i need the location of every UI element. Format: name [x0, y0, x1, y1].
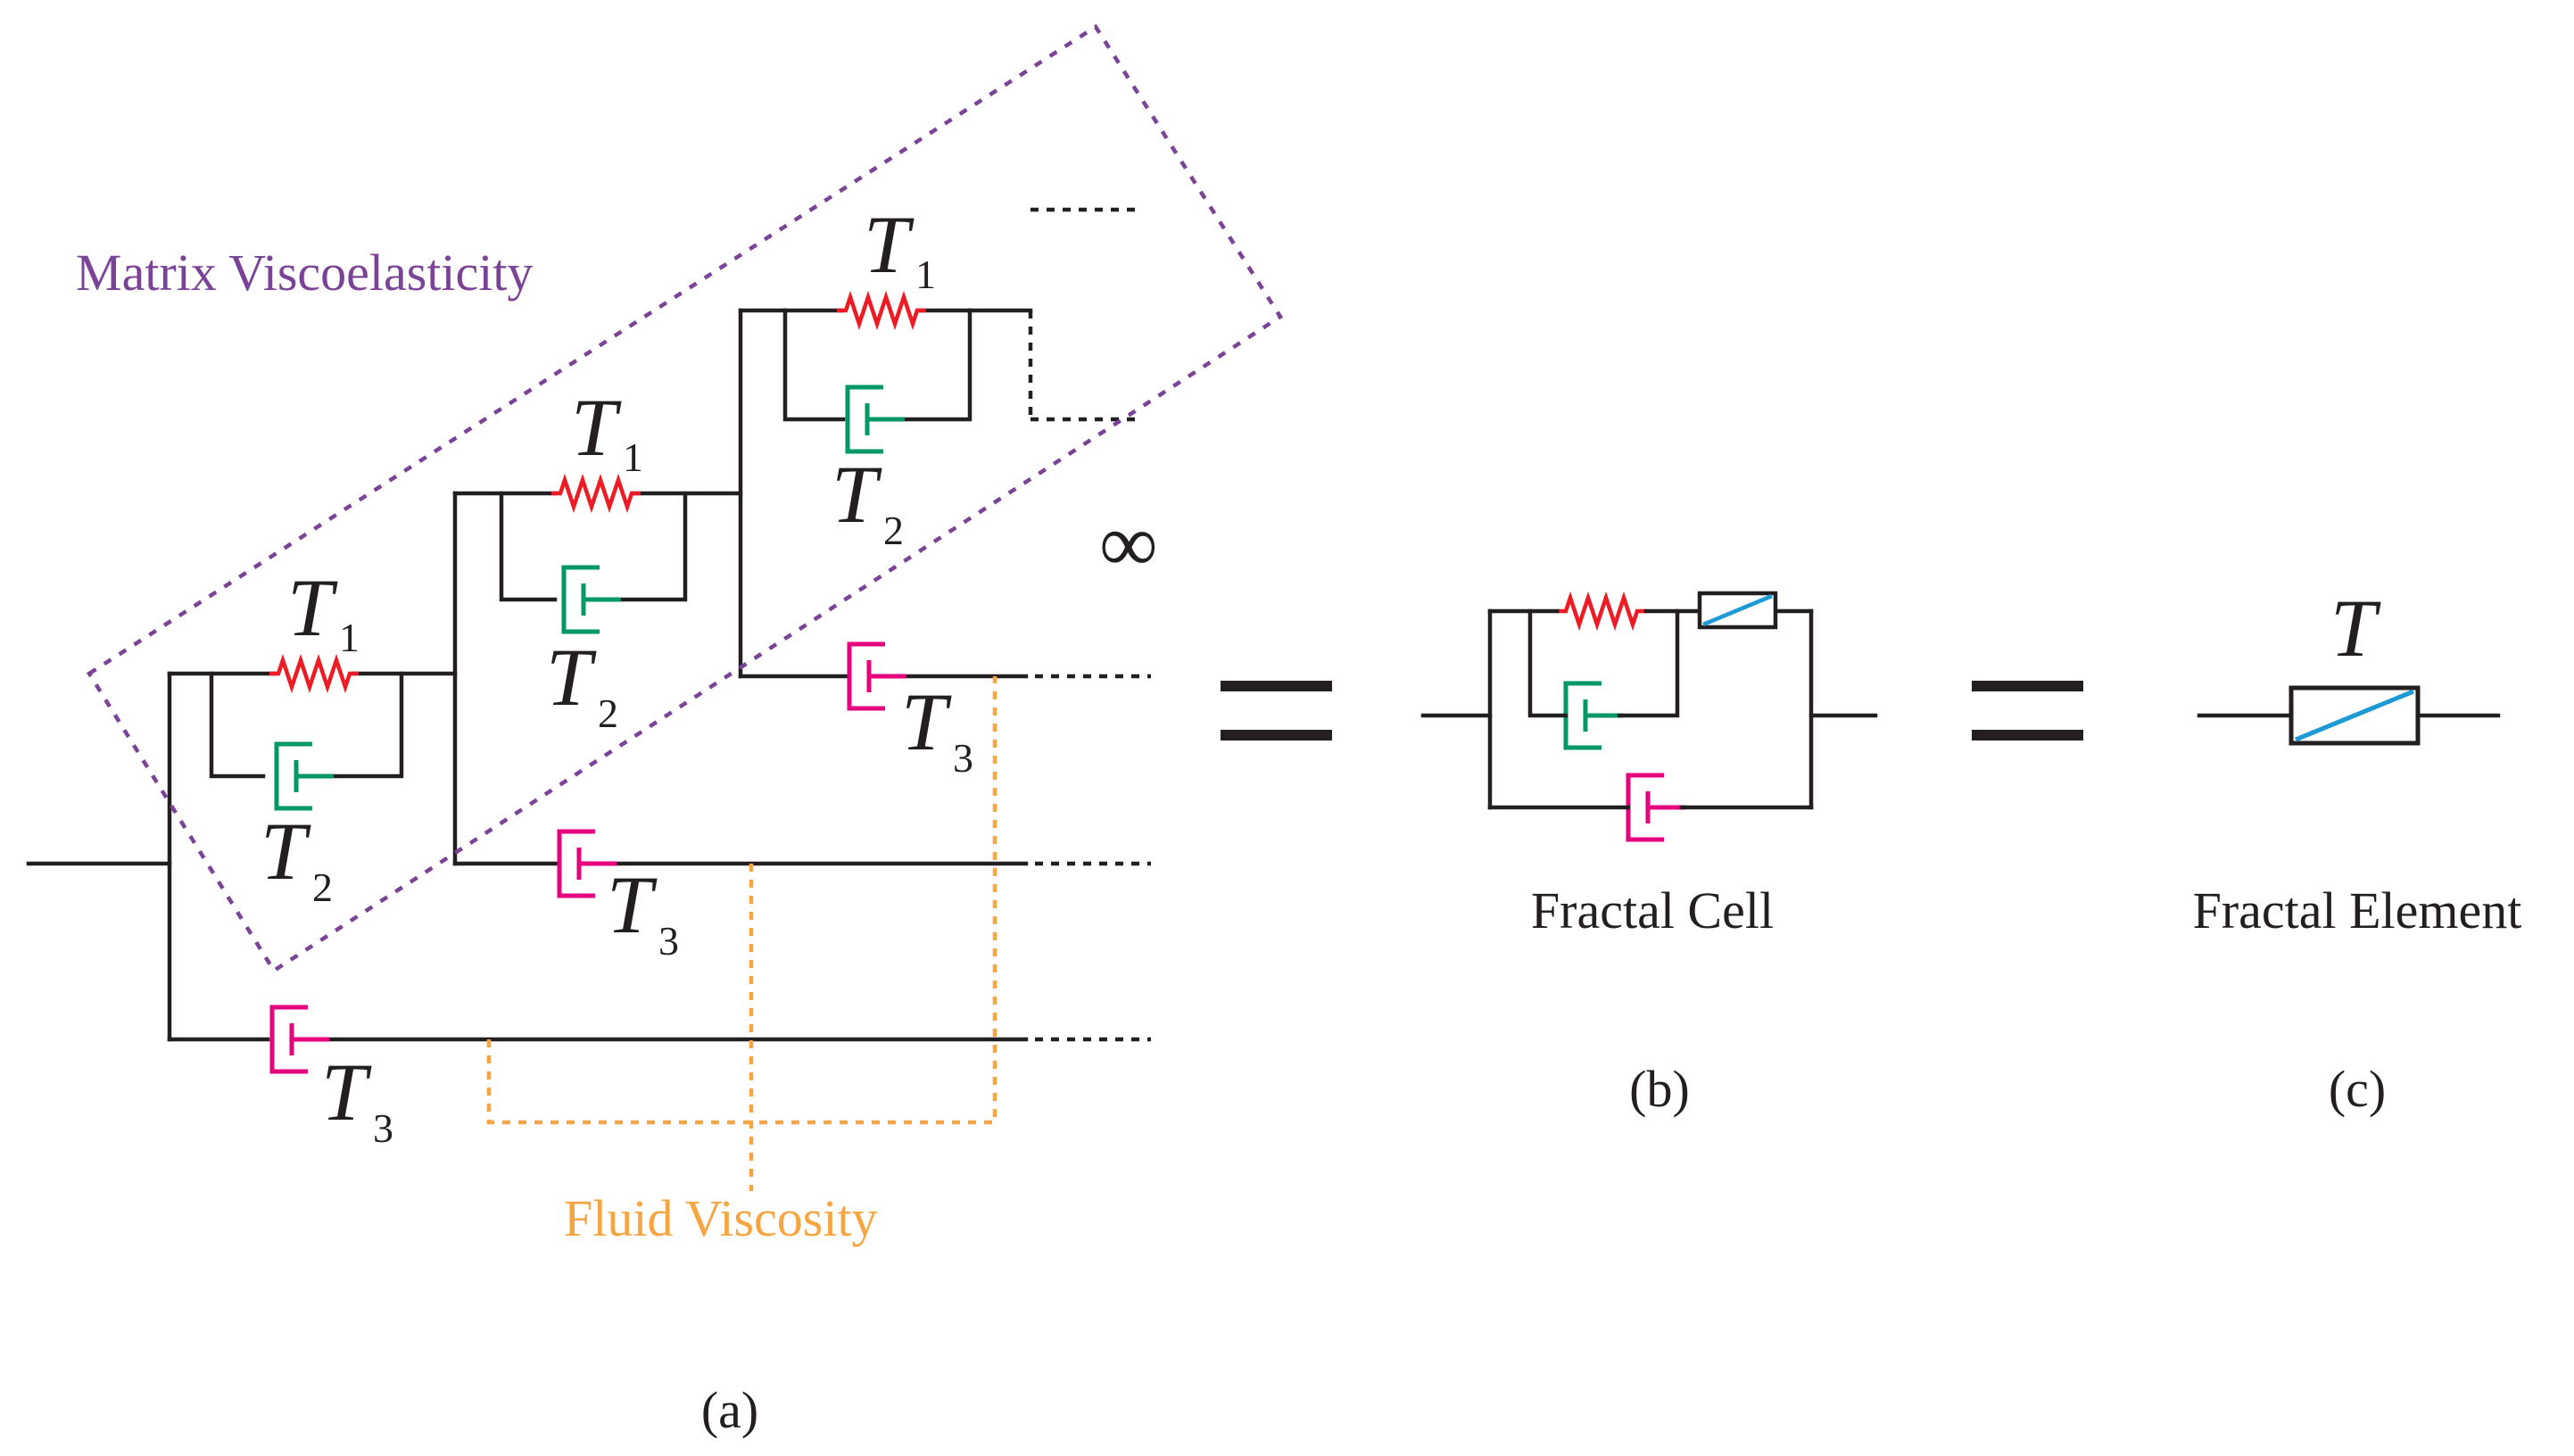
component-symbols: T 1 T 1 T 1 T 2 T 2 T 2 T 3 T 3	[261, 199, 2381, 1151]
symbol-t2: T 2	[546, 632, 618, 736]
equals-sign: =	[1221, 681, 1332, 740]
svg-text:T: T	[546, 632, 597, 723]
equals-sign: =	[1972, 681, 2083, 740]
panel-a-label: (a)	[701, 1381, 758, 1439]
panel-b-fractal-cell	[1420, 591, 1878, 810]
dashpot-icon	[277, 744, 334, 808]
panel-c-label: (c)	[2329, 1060, 2386, 1118]
fluid-viscosity-label: Fluid Viscosity	[564, 1189, 878, 1247]
svg-text:T: T	[261, 806, 311, 897]
matrix-dashpots	[277, 387, 1623, 808]
dashpot-icon	[1566, 683, 1623, 748]
dashpot-icon	[848, 387, 905, 451]
svg-text:T: T	[287, 562, 338, 653]
symbol-t1: T 1	[287, 562, 360, 660]
symbol-t3: T 3	[607, 859, 679, 964]
symbol-t2: T 2	[832, 449, 904, 553]
symbol-t1: T 1	[864, 199, 936, 297]
spring-icon	[551, 480, 641, 507]
symbol-t1: T 1	[571, 382, 643, 480]
svg-text:3: 3	[373, 1105, 393, 1151]
dashpot-icon	[849, 644, 906, 708]
svg-text:T: T	[864, 199, 915, 290]
svg-text:1: 1	[915, 252, 936, 297]
panel-b-label: (b)	[1629, 1060, 1690, 1118]
svg-text:1: 1	[339, 615, 360, 660]
svg-text:T: T	[832, 449, 882, 540]
svg-text:T: T	[901, 676, 952, 767]
fluid-viscosity-region	[486, 676, 997, 1191]
infinity-symbol: ∞	[1099, 498, 1158, 589]
panel-a-circuit	[26, 207, 1151, 1042]
fractal-element-icon	[2288, 685, 2421, 746]
dashpot-icon	[564, 567, 621, 632]
svg-text:T: T	[321, 1046, 372, 1138]
dashpot-icon	[1628, 775, 1685, 840]
fractal-element-caption: Fractal Element	[2193, 881, 2522, 939]
symbol-t3: T 3	[321, 1046, 393, 1151]
svg-text:T: T	[571, 382, 622, 473]
symbol-t2: T 2	[261, 806, 333, 910]
svg-text:2: 2	[312, 864, 333, 910]
spring-icon	[837, 297, 926, 324]
svg-text:1: 1	[623, 434, 643, 480]
fluid-dashpots	[272, 644, 1685, 1071]
spring-icon	[269, 660, 359, 687]
svg-text:3: 3	[953, 735, 973, 781]
spring-icon	[1557, 598, 1646, 625]
svg-text:T: T	[607, 859, 658, 950]
matrix-viscoelasticity-region	[86, 23, 1284, 974]
svg-text:=: =	[2027, 713, 2028, 715]
fractal-element-icon	[1697, 591, 1778, 630]
svg-text:=: =	[1276, 713, 1277, 715]
matrix-viscoelasticity-label: Matrix Viscoelasticity	[76, 244, 534, 302]
panel-c-fractal-element	[2197, 685, 2501, 746]
svg-text:3: 3	[658, 918, 679, 964]
symbol-t3: T 3	[901, 676, 973, 781]
symbol-t: T	[2330, 583, 2381, 674]
svg-text:2: 2	[883, 508, 904, 553]
svg-text:2: 2	[598, 691, 618, 736]
fractal-cell-caption: Fractal Cell	[1531, 881, 1774, 939]
